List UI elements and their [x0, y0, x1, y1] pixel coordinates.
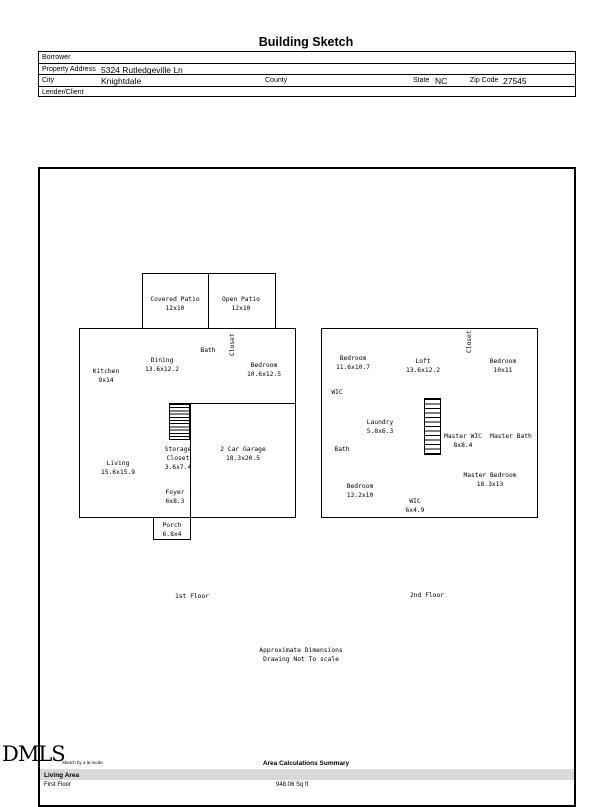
address-value: 5324 Rutledgeville Ln: [101, 64, 183, 75]
lender-label: Lender/Client: [42, 88, 84, 96]
first-floor-value: 948.06 Sq ft: [276, 782, 309, 788]
living-area-label: Living Area: [44, 772, 80, 779]
borrower-label: Borrower: [42, 54, 71, 61]
city-label: City: [42, 77, 55, 84]
address-row: Property Address 5324 Rutledgeville Ln: [39, 64, 575, 75]
stairs-2: [424, 398, 441, 455]
state-value: NC: [435, 76, 448, 86]
room-garage: [190, 403, 296, 518]
stairs-1: [169, 403, 190, 440]
wic-a-label: WIC: [331, 389, 343, 396]
dmls-logo: DMLS: [2, 742, 66, 766]
floor-2-label: 2nd Floor: [409, 592, 445, 599]
sketch-credit: Sketch by a la mode: [62, 760, 103, 765]
zip-label: Zip Code: [470, 77, 499, 84]
bath-label: Bath: [200, 347, 216, 354]
zip-value: 27545: [503, 76, 527, 86]
state-label: State: [413, 77, 430, 84]
city-row: City Knightdale County State NC Zip Code…: [39, 75, 575, 87]
page-title: Building Sketch: [258, 35, 354, 49]
room-porch: [153, 517, 191, 540]
county-label: County: [265, 77, 288, 84]
living-area-header-bar: [40, 769, 574, 780]
bath-2-label: Bath: [334, 446, 350, 453]
closet-2-label: Closet: [466, 330, 473, 353]
lender-row: Lender/Client: [39, 87, 575, 99]
city-value: Knightdale: [101, 76, 142, 86]
first-floor-label: First Floor: [44, 782, 71, 788]
property-info-table: Borrower Property Address 5324 Rutledgev…: [38, 51, 576, 97]
borrower-row: Borrower: [39, 52, 575, 64]
area-summary-title: Area Calculations Summary: [262, 760, 350, 767]
master-bath-label: Master Bath: [490, 433, 532, 440]
floor-1-label: 1st Floor: [174, 593, 210, 600]
closet-label: Closet: [229, 333, 236, 356]
room-open-patio: [208, 273, 276, 329]
address-label: Property Address: [42, 65, 96, 73]
